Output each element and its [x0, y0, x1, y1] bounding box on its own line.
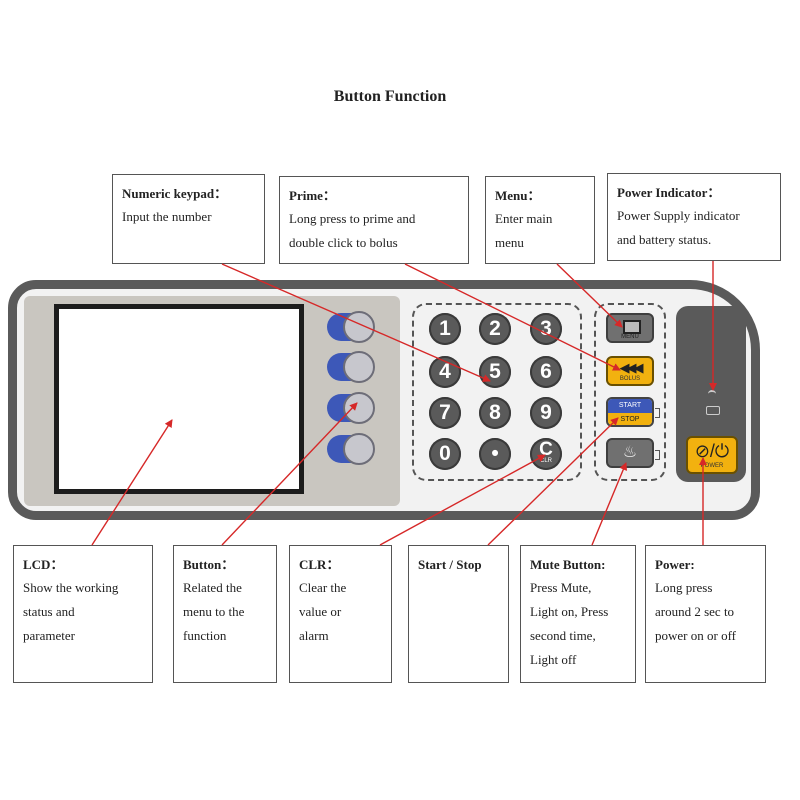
callout-power: Power: Long press around 2 sec to power …: [645, 545, 766, 683]
callout-line: Long press to prime and: [289, 211, 416, 226]
callout-heading: CLR：: [299, 557, 340, 572]
callout-heading: Power Indicator：: [617, 185, 721, 200]
callout-numeric-keypad: Numeric keypad： Input the number: [112, 174, 265, 264]
soft-button-2[interactable]: [327, 351, 379, 383]
mute-indicator-tick: [655, 450, 660, 460]
power-indicator-light: [708, 390, 716, 398]
callout-menu: Menu： Enter main menu: [485, 176, 595, 264]
power-icon: ⊘/⏻: [694, 441, 730, 461]
callout-heading: LCD：: [23, 557, 64, 572]
soft-button-4[interactable]: [327, 433, 379, 465]
callout-line: function: [183, 628, 227, 643]
callout-lcd: LCD： Show the working status and paramet…: [13, 545, 153, 683]
page-title: Button Function: [333, 88, 447, 105]
clr-key-label: CLR: [539, 458, 552, 464]
power-button[interactable]: ⊘/⏻ POWER: [686, 436, 738, 474]
lcd-screen: [54, 304, 304, 494]
callout-power-indicator: Power Indicator： Power Supply indicator …: [607, 173, 781, 261]
callout-line: Light on, Press: [530, 604, 609, 619]
callout-line: Related the: [183, 580, 242, 595]
clr-button[interactable]: C CLR: [530, 438, 562, 470]
callout-heading: Mute Button:: [530, 557, 606, 572]
callout-line: menu to the: [183, 604, 245, 619]
callout-line: second time,: [530, 628, 596, 643]
rewind-arrows-icon: ◀◀◀: [619, 360, 644, 375]
battery-icon: [706, 406, 720, 415]
bolus-button-label: BOLUS: [619, 376, 641, 382]
callout-line: Power Supply indicator: [617, 208, 740, 223]
callout-line: Enter main: [495, 211, 553, 226]
key-dot[interactable]: •: [479, 438, 511, 470]
key-0[interactable]: 0: [429, 438, 461, 470]
menu-button[interactable]: MENU: [606, 313, 654, 343]
callout-heading: Prime：: [289, 188, 336, 203]
callout-line: Input the number: [122, 209, 212, 224]
callout-line: alarm: [299, 628, 329, 643]
callout-line: around 2 sec to: [655, 604, 735, 619]
callout-line: Show the working: [23, 580, 119, 595]
callout-heading: Menu：: [495, 188, 541, 203]
callout-line: Clear the: [299, 580, 347, 595]
key-2[interactable]: 2: [479, 313, 511, 345]
callout-heading: Power:: [655, 557, 695, 572]
callout-line: Long press: [655, 580, 713, 595]
power-button-label: POWER: [700, 463, 724, 469]
key-1[interactable]: 1: [429, 313, 461, 345]
start-label: START: [608, 399, 652, 413]
mute-button[interactable]: ♨: [606, 438, 654, 468]
callout-line: and battery status.: [617, 232, 712, 247]
mute-bell-icon: ♨: [622, 444, 638, 461]
soft-button-3[interactable]: [327, 392, 379, 424]
callout-clr: CLR： Clear the value or alarm: [289, 545, 392, 683]
key-5[interactable]: 5: [479, 356, 511, 388]
key-9[interactable]: 9: [530, 397, 562, 429]
callout-button: Button： Related the menu to the function: [173, 545, 277, 683]
start-stop-indicator-tick: [655, 408, 660, 418]
start-stop-button[interactable]: START STOP: [606, 397, 654, 427]
bolus-prime-button[interactable]: ◀◀◀ BOLUS: [606, 356, 654, 386]
menu-button-label: MENU: [621, 334, 639, 340]
callout-line: Press Mute,: [530, 580, 592, 595]
function-button-group: [594, 303, 666, 481]
key-8[interactable]: 8: [479, 397, 511, 429]
menu-screen-icon: [623, 320, 641, 334]
callout-line: double click to bolus: [289, 235, 398, 250]
key-3[interactable]: 3: [530, 313, 562, 345]
callout-line: menu: [495, 235, 524, 250]
callout-line: parameter: [23, 628, 75, 643]
soft-button-1[interactable]: [327, 311, 379, 343]
callout-prime: Prime： Long press to prime and double cl…: [279, 176, 469, 264]
key-4[interactable]: 4: [429, 356, 461, 388]
callout-line: power on or off: [655, 628, 736, 643]
callout-line: status and: [23, 604, 75, 619]
stop-label: STOP: [608, 413, 652, 425]
callout-line: value or: [299, 604, 342, 619]
key-7[interactable]: 7: [429, 397, 461, 429]
callout-start-stop: Start / Stop: [408, 545, 509, 683]
callout-heading: Start / Stop: [418, 557, 482, 572]
callout-line: Light off: [530, 652, 577, 667]
callout-heading: Numeric keypad：: [122, 186, 228, 201]
key-6[interactable]: 6: [530, 356, 562, 388]
callout-heading: Button：: [183, 557, 235, 572]
callout-mute-button: Mute Button: Press Mute, Light on, Press…: [520, 545, 636, 683]
